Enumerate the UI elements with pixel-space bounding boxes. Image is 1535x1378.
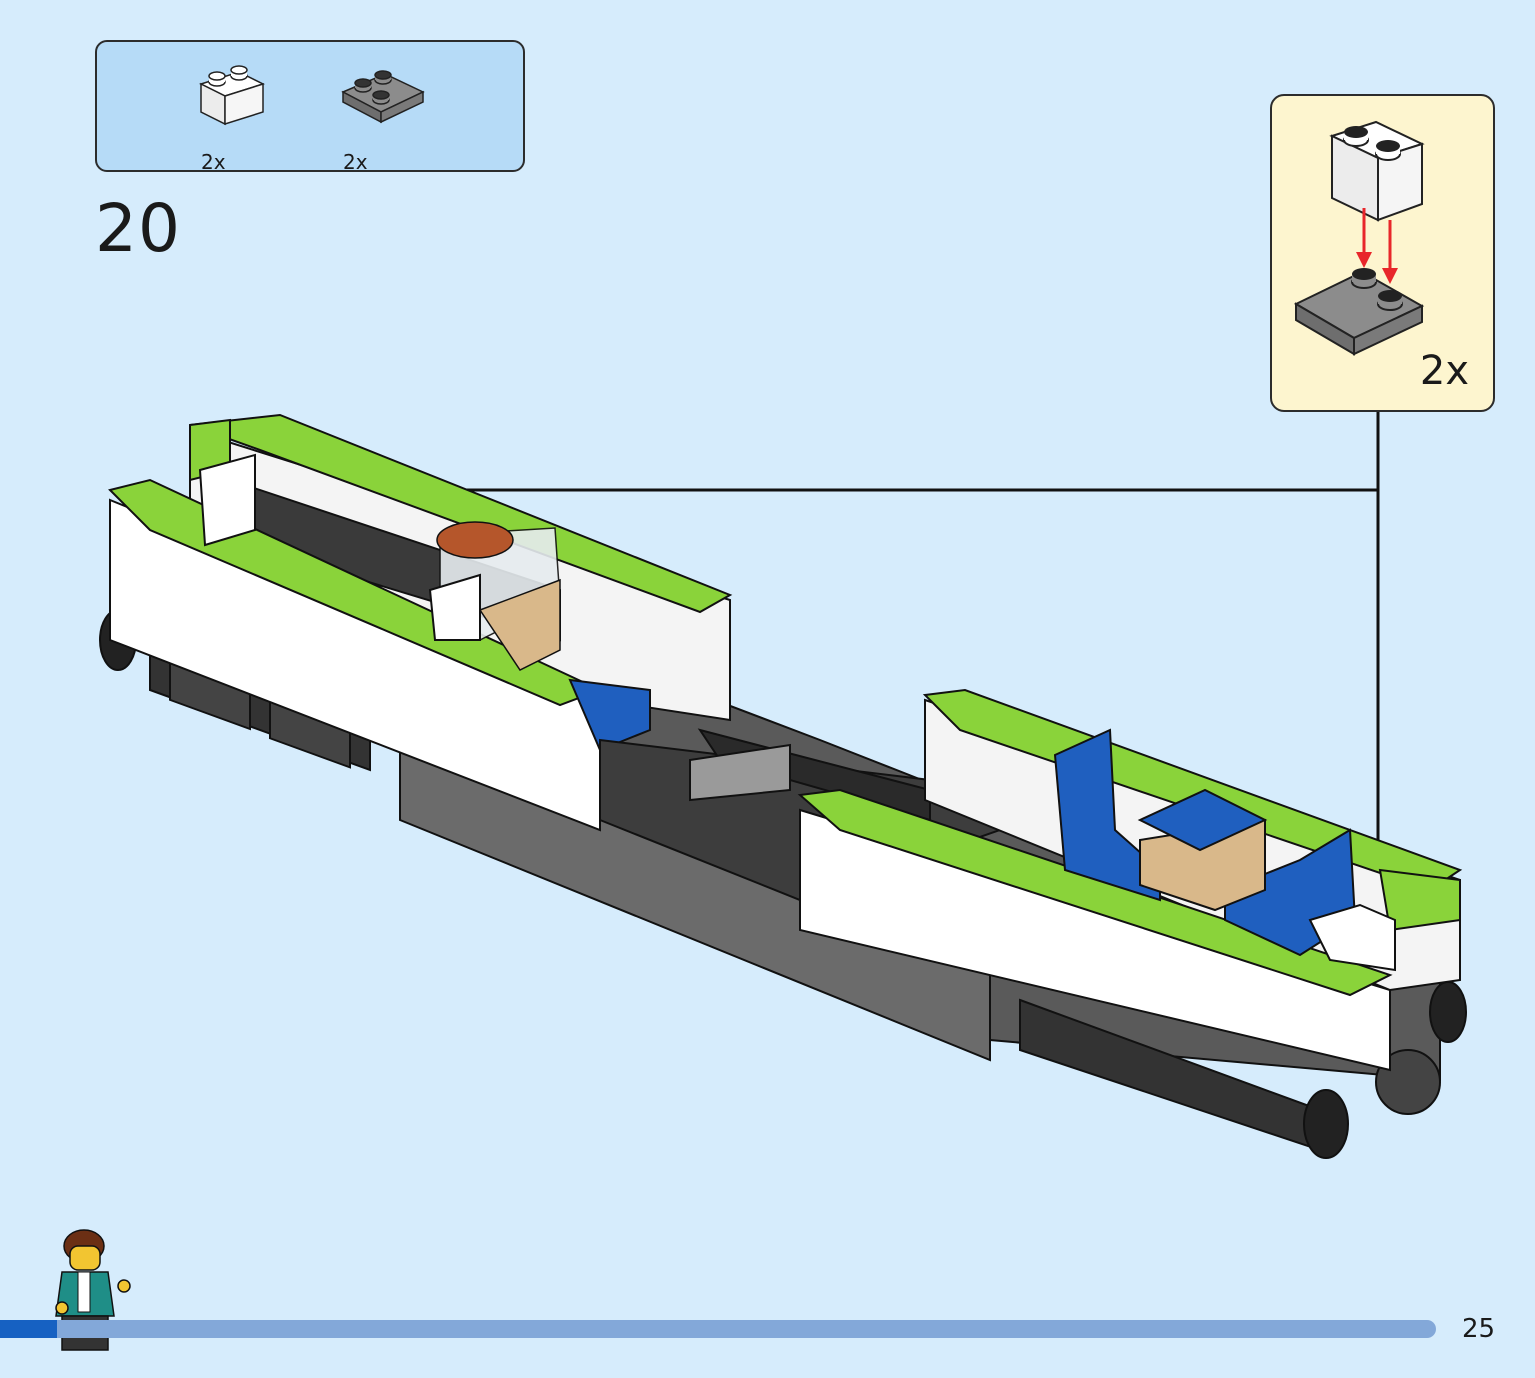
dark-gray-plate-2x2-corner-icon: 2x [337, 58, 447, 174]
page-number: 25 [1462, 1314, 1496, 1344]
parts-list-box: 2x 2x [95, 40, 525, 174]
step-number: 20 [95, 190, 181, 267]
progress-bar [0, 1320, 1436, 1338]
minifigure-icon [55, 1229, 131, 1351]
part-quantity: 2x [343, 150, 368, 174]
red-arrow-icon [1356, 208, 1398, 284]
white-brick-icon [1329, 120, 1425, 222]
progress-fill [0, 1320, 58, 1338]
dark-gray-plate-icon [1293, 268, 1425, 356]
white-brick-1x2-icon: 2x [193, 58, 303, 174]
right-bogie-wheels [1019, 981, 1467, 1159]
left-cabin-section [108, 413, 733, 832]
subassembly-diagram [1293, 120, 1425, 356]
part-quantity: 2x [201, 150, 226, 174]
right-cabin-section [797, 688, 1463, 1072]
subassembly-callout: 2x [1270, 94, 1495, 412]
callout-quantity: 2x [1419, 348, 1469, 394]
